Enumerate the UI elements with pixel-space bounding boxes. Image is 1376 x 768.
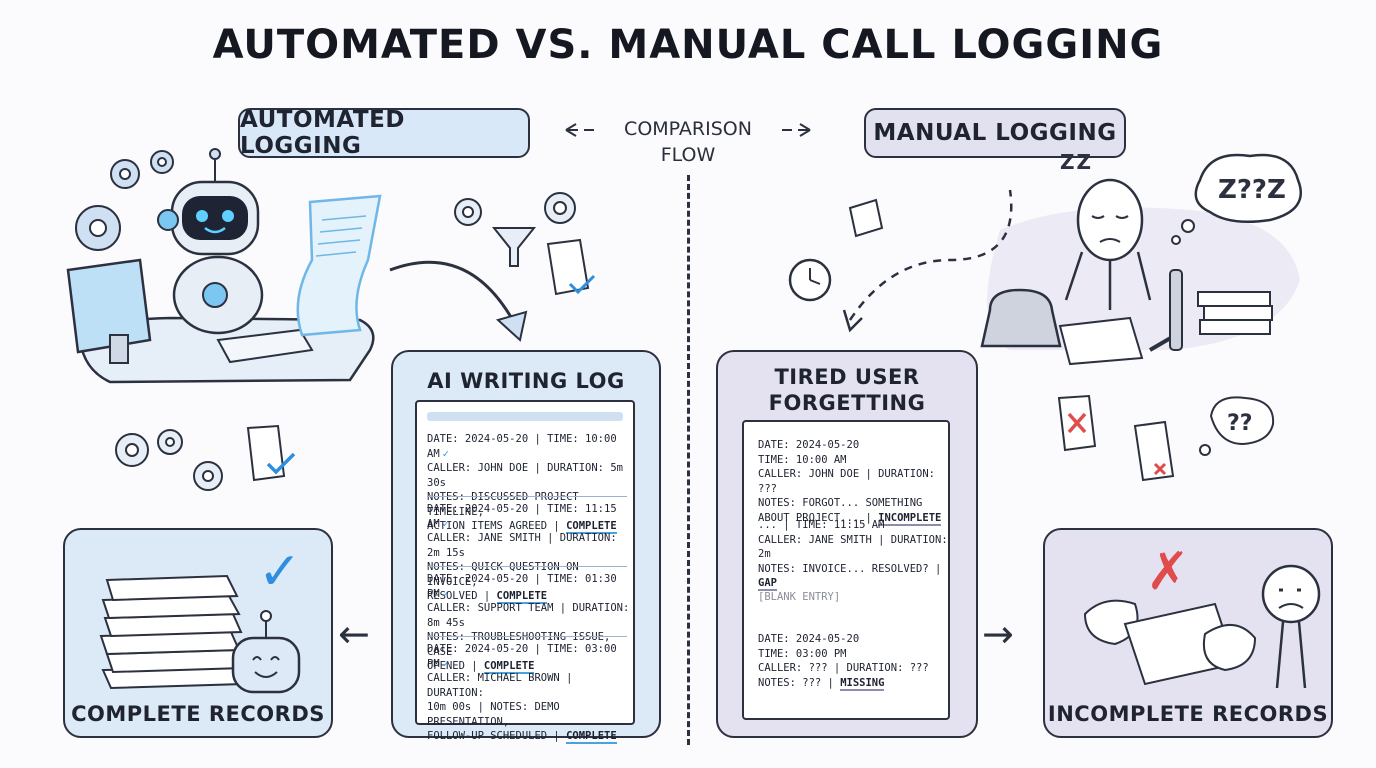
gear-icon (75, 150, 174, 251)
tired-user-illustration: Z??Z (788, 153, 1303, 366)
tired-panel-title-line1: TIRED USER (774, 365, 920, 389)
status-badge: COMPLETE (566, 520, 617, 534)
manual-log-entry: ... | TIME: 11:15 AM CALLER: JANE SMITH … (758, 519, 948, 591)
cross-icon: ✗ (1146, 542, 1190, 602)
question-bubble-text: ?? (1227, 411, 1253, 436)
ai-log-entry: DATE: 2024-05-20 | TIME: 01:30 PM✓ CALLE… (427, 573, 630, 674)
comparison-flow-line2: FLOW (660, 144, 716, 166)
funnel-icon (491, 227, 537, 267)
status-badge: MISSING (840, 676, 885, 691)
phone-icon (980, 288, 1062, 348)
ai-log-document: DATE: 2024-05-20 | TIME: 10:00 AM✓ CALLE… (415, 400, 635, 744)
check-icon: ✓ (442, 447, 449, 460)
manual-log-entry: DATE: 2024-05-20 TIME: 03:00 PM CALLER: … (758, 633, 929, 691)
thought-bubble-text: Z??Z (1218, 175, 1286, 205)
crumpled-papers-illustration (1083, 564, 1321, 689)
automated-logging-label: AUTOMATED LOGGING (238, 107, 530, 159)
error-icons: ?? (1057, 394, 1275, 482)
status-badge: INCOMPLETE (878, 511, 942, 526)
page-title: AUTOMATED VS. MANUAL CALL LOGGING (212, 22, 1164, 68)
status-badge: GAP (758, 577, 777, 591)
check-icon: ✓ (442, 587, 449, 600)
ai-log-entry: DATE: 2024-05-20 | TIME: 03:00 PM✓ CALLE… (427, 643, 617, 744)
processing-icons (389, 192, 596, 342)
comparison-flow-label: COMPARISON FLOW (600, 116, 776, 168)
incomplete-records-title: INCOMPLETE RECORDS (1047, 702, 1329, 726)
center-divider (687, 175, 690, 745)
blank-entry: [BLANK ENTRY] (758, 591, 841, 603)
ai-log-entry: DATE: 2024-05-20 | TIME: 11:15 AM✓ CALLE… (427, 503, 617, 604)
document-icon (246, 424, 286, 482)
check-icon: ✓ (442, 657, 449, 670)
manual-log-document: DATE: 2024-05-20 TIME: 10:00 AM CALLER: … (742, 420, 950, 720)
status-badge: COMPLETE (566, 730, 617, 744)
arrow-right-icon: → (982, 612, 1014, 656)
arrow-left-icon: ← (338, 612, 370, 656)
document-icon (546, 238, 590, 296)
ai-panel-title: AI WRITING LOG (427, 369, 625, 393)
ai-log-entry: DATE: 2024-05-20 | TIME: 10:00 AM✓ CALLE… (427, 433, 623, 534)
comparison-flow-arrows (565, 123, 811, 137)
sleep-zzz: Z Z (1060, 150, 1091, 174)
incomplete-records-panel: INCOMPLETE RECORDS (1043, 528, 1333, 738)
status-badge: COMPLETE (496, 590, 548, 604)
robot-desk-illustration (66, 148, 382, 384)
complete-records-panel: COMPLETE RECORDS (63, 528, 333, 738)
check-icon: ✓ (442, 517, 449, 530)
completed-icons (115, 424, 296, 491)
status-badge: COMPLETE (483, 660, 535, 674)
manual-logging-label: MANUAL LOGGING (864, 108, 1126, 158)
complete-records-title: COMPLETE RECORDS (71, 702, 325, 726)
doc-header-bar (427, 412, 623, 421)
check-icon: ✓ (258, 542, 302, 602)
document-icon (1133, 420, 1175, 482)
manual-log-entry: DATE: 2024-05-20 TIME: 10:00 AM CALLER: … (758, 439, 942, 526)
paper-stack-robot-illustration (99, 574, 301, 694)
comparison-flow-line1: COMPARISON (624, 118, 752, 140)
